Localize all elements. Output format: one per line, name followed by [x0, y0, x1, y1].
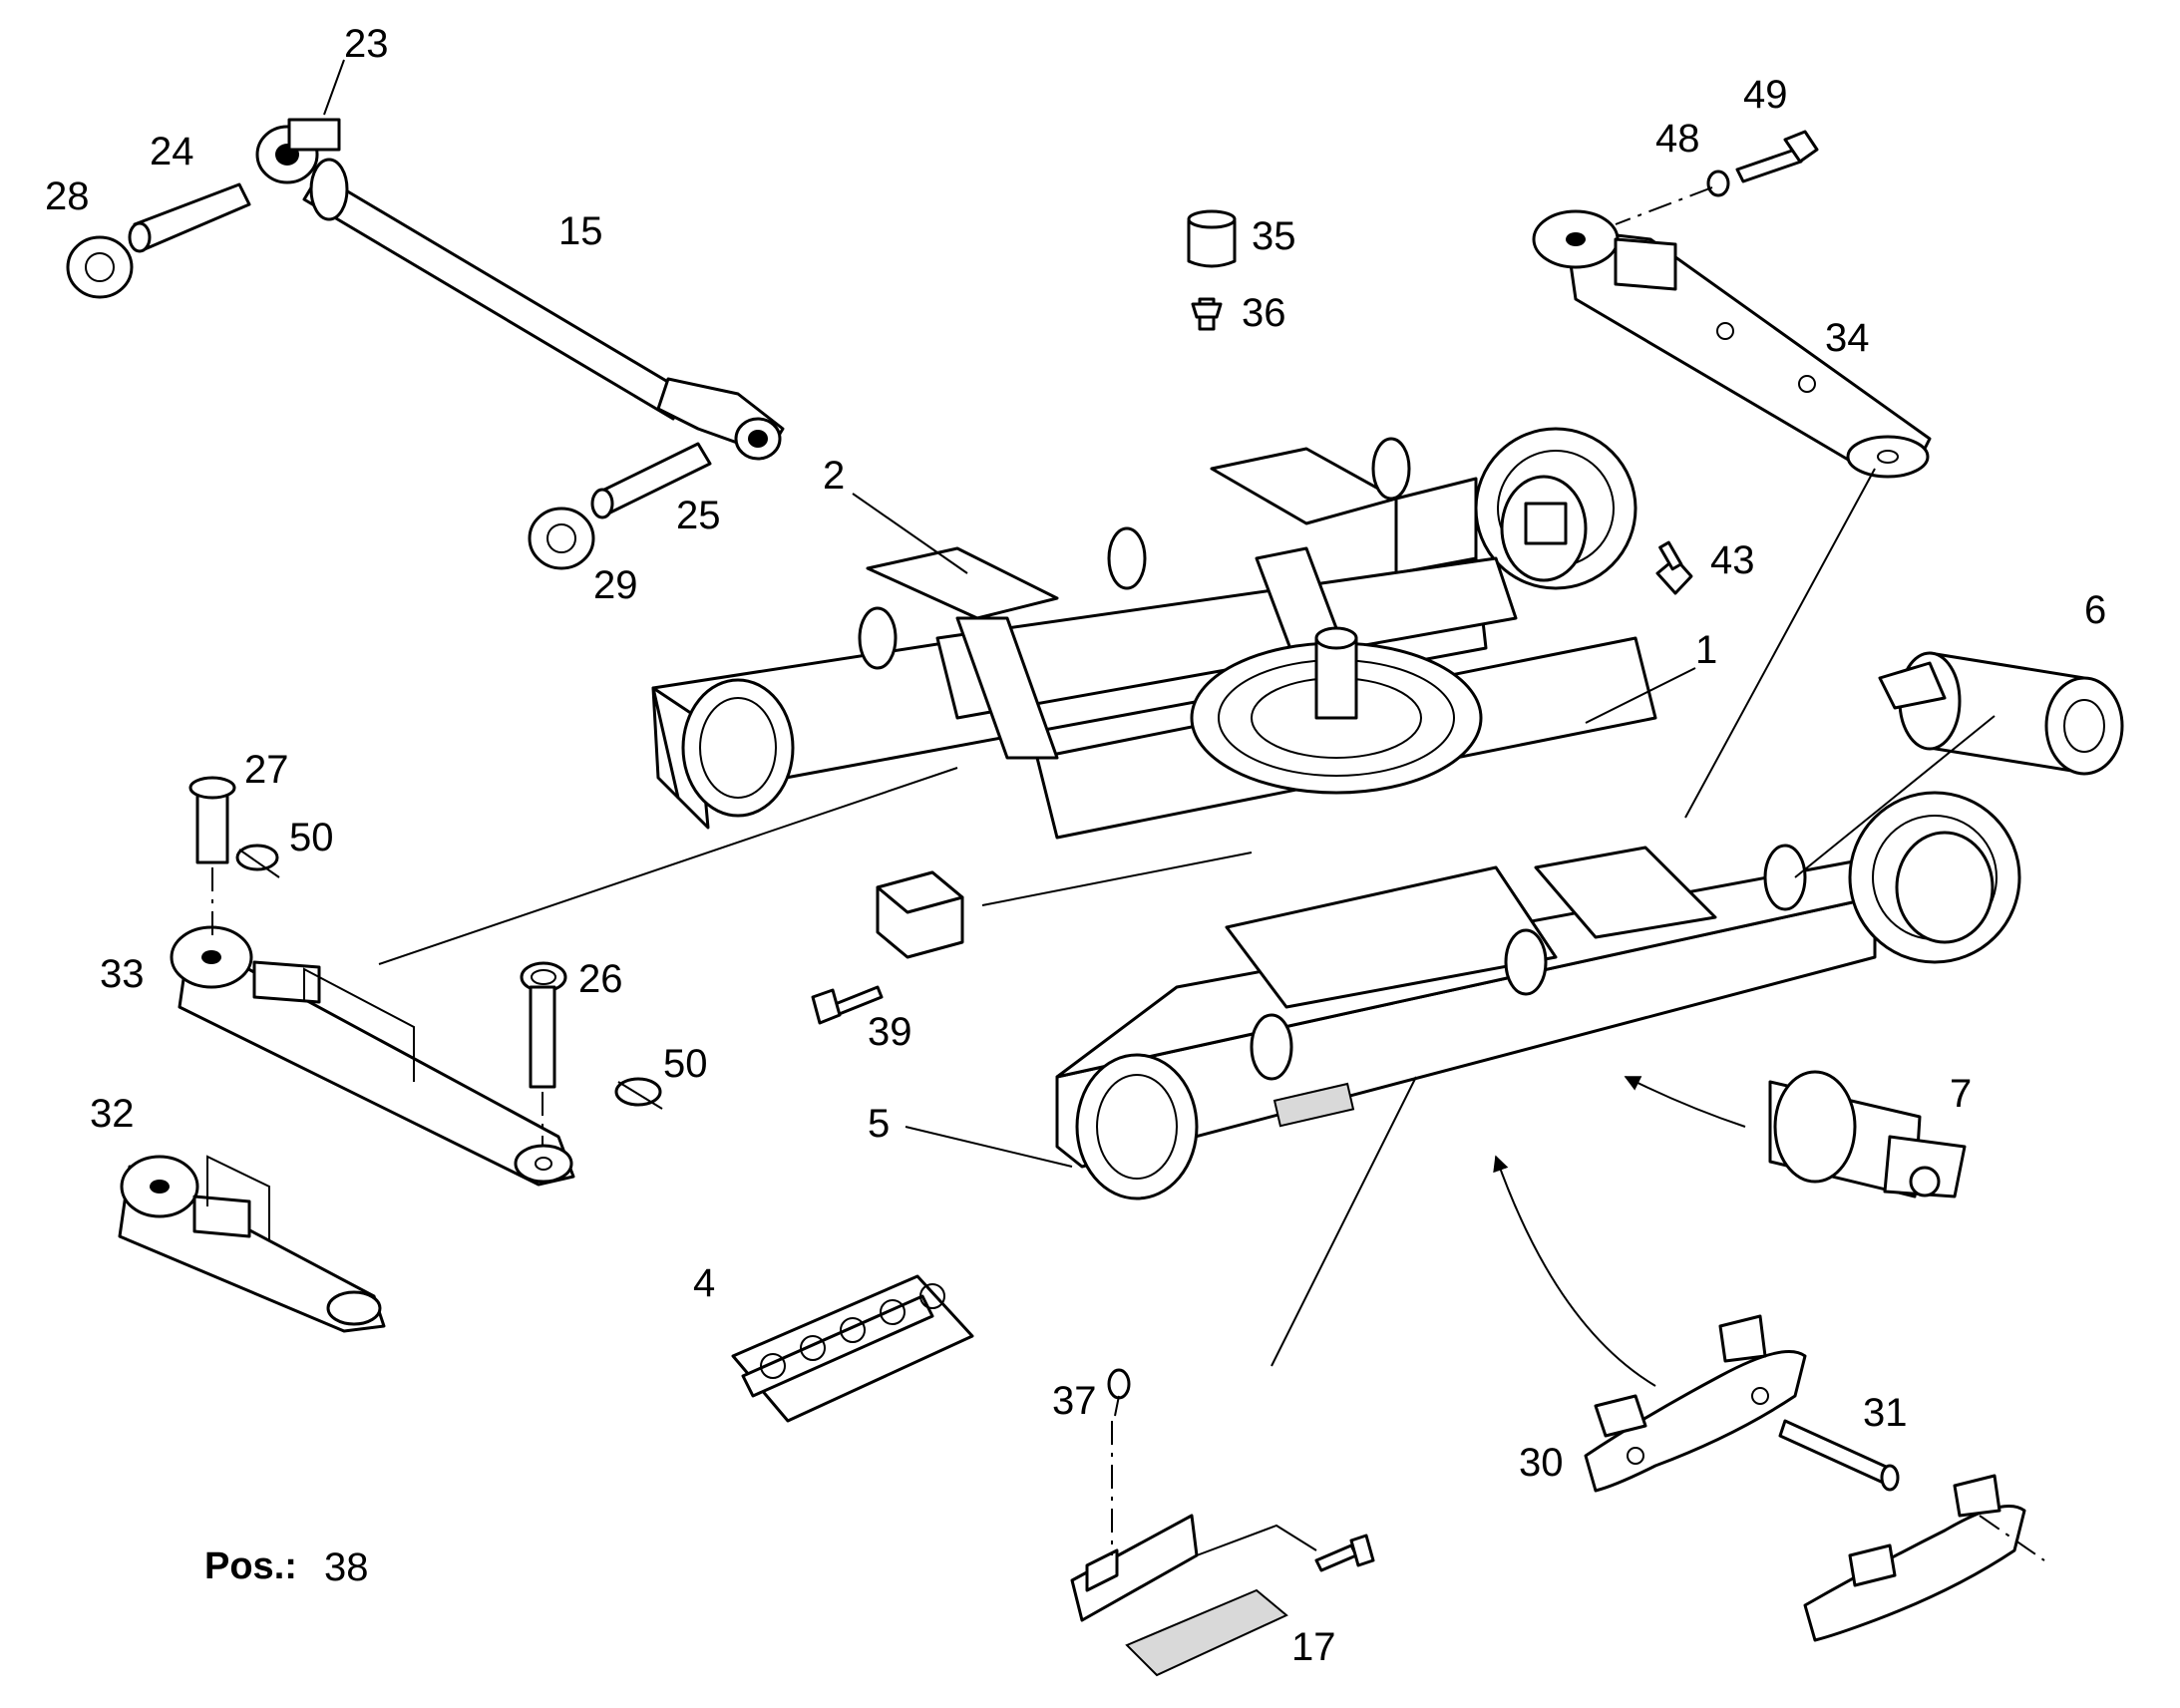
callout-17: 17	[1291, 1625, 1336, 1669]
rear-idler-wheel	[681, 678, 795, 818]
front-top-rollers	[1250, 844, 1807, 1081]
callout-24: 24	[150, 130, 194, 173]
support-arm-34	[1532, 209, 1932, 479]
callout-48: 48	[1655, 117, 1700, 161]
callout-50-bottom: 50	[663, 1042, 708, 1086]
bolt-43	[1655, 540, 1693, 595]
pin-26	[520, 961, 567, 1089]
callout-25: 25	[676, 494, 721, 537]
callout-50-top: 50	[289, 816, 334, 859]
callout-29: 29	[593, 563, 638, 607]
rear-top-rollers	[858, 437, 1411, 670]
rear-sprocket	[1474, 427, 1637, 590]
step-plate	[1272, 1082, 1355, 1128]
callout-49: 49	[1743, 73, 1788, 117]
callouts: 1 2 4 5 6 7 15 17 23 24 25 26 27 28 29 3…	[45, 22, 2106, 1669]
callout-6: 6	[2084, 588, 2106, 632]
undercarriage-frame	[651, 427, 2021, 1200]
roller-6	[1878, 651, 2124, 776]
leader-lines	[323, 59, 1996, 1367]
callout-35: 35	[1252, 214, 1296, 258]
callout-28: 28	[45, 174, 90, 218]
washer-48	[1706, 170, 1730, 197]
front-sprocket	[1848, 791, 2021, 964]
front-idler-wheel	[1075, 1053, 1199, 1200]
callout-2: 2	[823, 454, 845, 498]
step-bracket-17	[1070, 1514, 1317, 1677]
callout-31: 31	[1863, 1391, 1908, 1435]
position-label: Pos.:	[204, 1545, 297, 1587]
slewing-ring	[1190, 626, 1483, 795]
bracket-30	[1584, 1314, 1807, 1493]
callout-7: 7	[1950, 1072, 1972, 1116]
valve-block-39	[876, 870, 964, 959]
callout-43: 43	[1710, 538, 1755, 582]
callout-27: 27	[244, 748, 289, 792]
position-value: 38	[324, 1545, 369, 1589]
callout-26: 26	[578, 957, 623, 1001]
bracket-30b	[1803, 1474, 2026, 1642]
bushing-29	[528, 507, 595, 570]
callout-15: 15	[558, 209, 603, 253]
clip-50-top	[235, 844, 280, 878]
pin-25	[590, 442, 712, 519]
callout-39: 39	[868, 1010, 912, 1054]
callout-37: 37	[1052, 1379, 1097, 1423]
cap-35	[1187, 209, 1237, 268]
extension-cylinder	[255, 118, 785, 461]
roller-7	[1768, 1070, 1967, 1198]
grease-nipple-36	[1191, 297, 1223, 331]
pin-24	[128, 182, 251, 253]
callout-1: 1	[1695, 628, 1717, 672]
bushing-28	[66, 235, 134, 299]
shaft-31	[1778, 1419, 1900, 1492]
position-reference: Pos.: 38	[204, 1545, 369, 1589]
callout-23: 23	[344, 22, 389, 66]
callout-5: 5	[868, 1102, 890, 1146]
support-arm-33	[170, 925, 575, 1187]
callout-33: 33	[100, 952, 145, 996]
bolt-17	[1314, 1534, 1375, 1572]
clip-50-bottom	[614, 1077, 663, 1110]
track-chain-4	[731, 1274, 974, 1423]
support-arm-32	[118, 1155, 386, 1333]
callout-34: 34	[1825, 316, 1870, 360]
pin-37	[1107, 1368, 1131, 1417]
callout-32: 32	[90, 1092, 135, 1136]
callout-4: 4	[693, 1261, 715, 1305]
bolt-49	[1735, 130, 1819, 183]
callout-30: 30	[1519, 1441, 1564, 1485]
callout-36: 36	[1242, 291, 1286, 335]
pin-27	[188, 776, 236, 864]
bolt-39	[811, 985, 884, 1025]
